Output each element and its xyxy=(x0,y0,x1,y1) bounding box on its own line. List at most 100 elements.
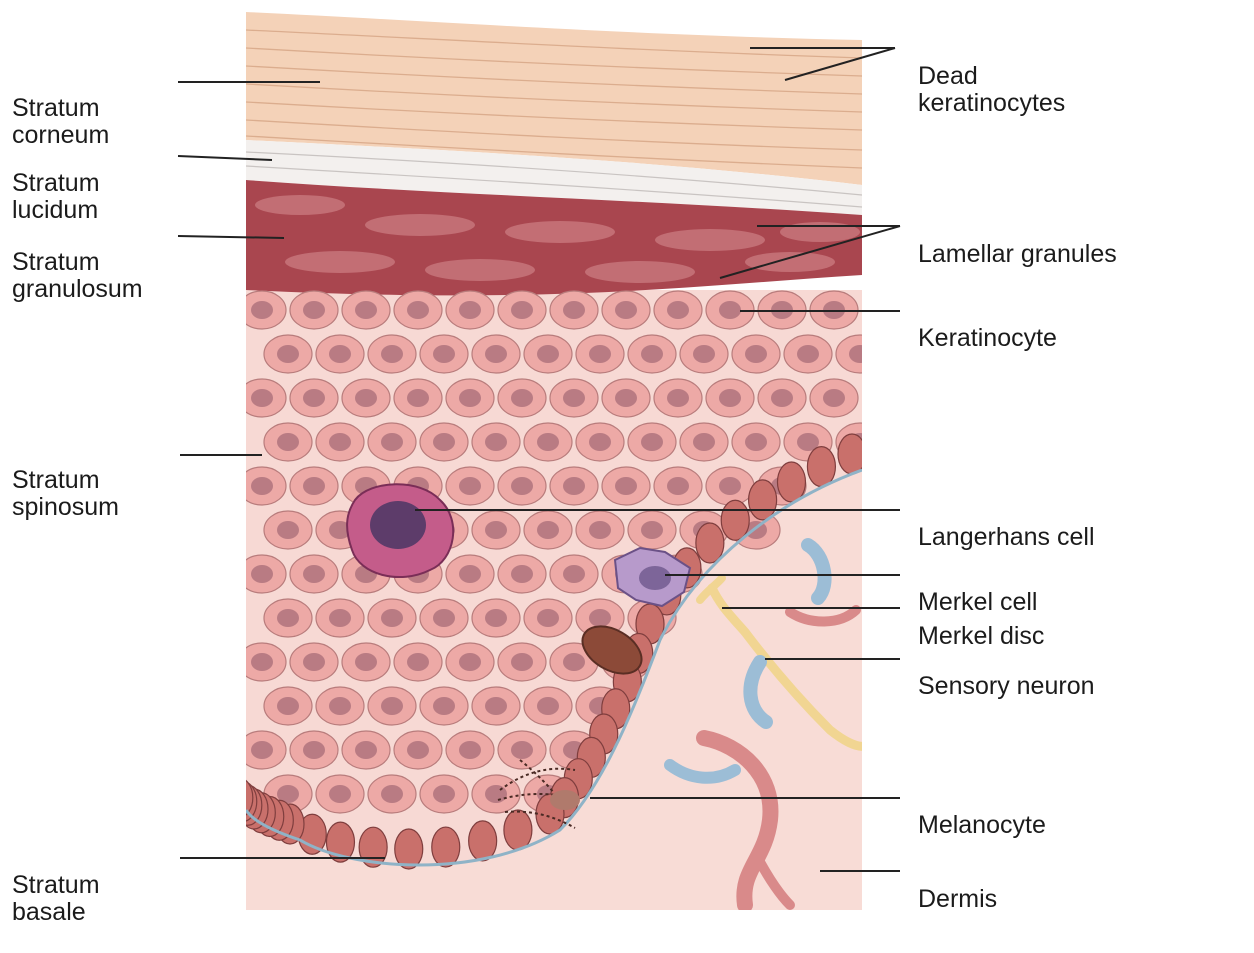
cell-nucleus xyxy=(615,477,637,495)
label-line: Langerhans cell xyxy=(918,524,1095,551)
cell-nucleus xyxy=(511,741,533,759)
langerhans-cell xyxy=(347,484,453,577)
cell-nucleus xyxy=(563,653,585,671)
cell-nucleus xyxy=(537,521,559,539)
basale-cell xyxy=(838,434,866,474)
basale-cell xyxy=(749,480,777,520)
cell-nucleus xyxy=(355,741,377,759)
label-melanocyte: Melanocyte xyxy=(918,785,1046,866)
cell-nucleus xyxy=(511,565,533,583)
cell-nucleus xyxy=(589,433,611,451)
cell-nucleus xyxy=(589,345,611,363)
cell-nucleus xyxy=(277,345,299,363)
cell-nucleus xyxy=(381,345,403,363)
cell-nucleus xyxy=(433,697,455,715)
cell-nucleus xyxy=(563,301,585,319)
cell-nucleus xyxy=(719,301,741,319)
cell-nucleus xyxy=(459,301,481,319)
cell-nucleus xyxy=(303,301,325,319)
cell-nucleus xyxy=(849,345,871,363)
cell-nucleus xyxy=(251,565,273,583)
cell-nucleus xyxy=(277,521,299,539)
cell-nucleus xyxy=(537,609,559,627)
basale-cell xyxy=(807,447,835,487)
label-line: basale xyxy=(12,899,100,926)
label-lamellar-granules: Lamellar granules xyxy=(918,214,1117,295)
cell-nucleus xyxy=(407,741,429,759)
cell-nucleus xyxy=(537,345,559,363)
label-line: Stratum xyxy=(12,170,100,197)
cell-nucleus xyxy=(563,565,585,583)
cell-nucleus xyxy=(537,697,559,715)
cell-nucleus xyxy=(589,609,611,627)
label-line: Stratum xyxy=(12,95,109,122)
cell-nucleus xyxy=(511,653,533,671)
cell-nucleus xyxy=(251,477,273,495)
cell-nucleus xyxy=(745,433,767,451)
cell-nucleus xyxy=(329,697,351,715)
cell-nucleus xyxy=(355,653,377,671)
cell-nucleus xyxy=(485,521,507,539)
basale-cell xyxy=(504,810,532,850)
label-line: Lamellar granules xyxy=(918,241,1117,268)
cell-nucleus xyxy=(381,609,403,627)
cell-nucleus xyxy=(381,785,403,803)
cell-nucleus xyxy=(381,433,403,451)
cell-nucleus xyxy=(251,653,273,671)
label-line: Dead xyxy=(918,63,1065,90)
label-line: lucidum xyxy=(12,197,100,224)
label-line: Stratum xyxy=(12,249,143,276)
cell-nucleus xyxy=(459,565,481,583)
cell-nucleus xyxy=(615,301,637,319)
cell-nucleus xyxy=(823,389,845,407)
cell-nucleus xyxy=(719,389,741,407)
cell-nucleus xyxy=(797,345,819,363)
label-line: Melanocyte xyxy=(918,812,1046,839)
cell-nucleus xyxy=(277,697,299,715)
cell-nucleus xyxy=(511,389,533,407)
cell-nucleus xyxy=(251,741,273,759)
cell-nucleus xyxy=(329,345,351,363)
cell-nucleus xyxy=(641,345,663,363)
label-line: Sensory neuron xyxy=(918,673,1095,700)
cell-nucleus xyxy=(277,609,299,627)
cell-nucleus xyxy=(485,609,507,627)
cell-nucleus xyxy=(329,609,351,627)
cell-nucleus xyxy=(433,433,455,451)
cell-nucleus xyxy=(641,433,663,451)
label-sensory-neuron: Sensory neuron xyxy=(918,646,1095,727)
cell-nucleus xyxy=(459,477,481,495)
cell-nucleus xyxy=(719,477,741,495)
cell-nucleus xyxy=(537,433,559,451)
cell-nucleus xyxy=(433,785,455,803)
label-line: spinosum xyxy=(12,494,119,521)
cell-nucleus xyxy=(355,389,377,407)
cell-nucleus xyxy=(485,785,507,803)
cell-nucleus xyxy=(563,477,585,495)
cell-nucleus xyxy=(615,389,637,407)
cell-nucleus xyxy=(277,433,299,451)
basale-cell xyxy=(721,500,749,540)
label-line: Keratinocyte xyxy=(918,325,1057,352)
label-line: keratinocytes xyxy=(918,90,1065,117)
label-line: Stratum xyxy=(12,872,100,899)
cell-nucleus xyxy=(485,697,507,715)
basale-cell xyxy=(777,462,805,502)
cell-nucleus xyxy=(303,389,325,407)
basale-cell xyxy=(469,821,497,861)
cell-nucleus xyxy=(407,653,429,671)
cell-nucleus xyxy=(407,389,429,407)
cell-nucleus xyxy=(433,609,455,627)
cell-nucleus xyxy=(251,301,273,319)
cell-nucleus xyxy=(329,433,351,451)
cell-nucleus xyxy=(589,521,611,539)
basale-cell xyxy=(696,523,724,563)
cell-nucleus xyxy=(303,477,325,495)
cell-nucleus xyxy=(485,433,507,451)
cell-nucleus xyxy=(459,741,481,759)
cell-nucleus xyxy=(667,301,689,319)
